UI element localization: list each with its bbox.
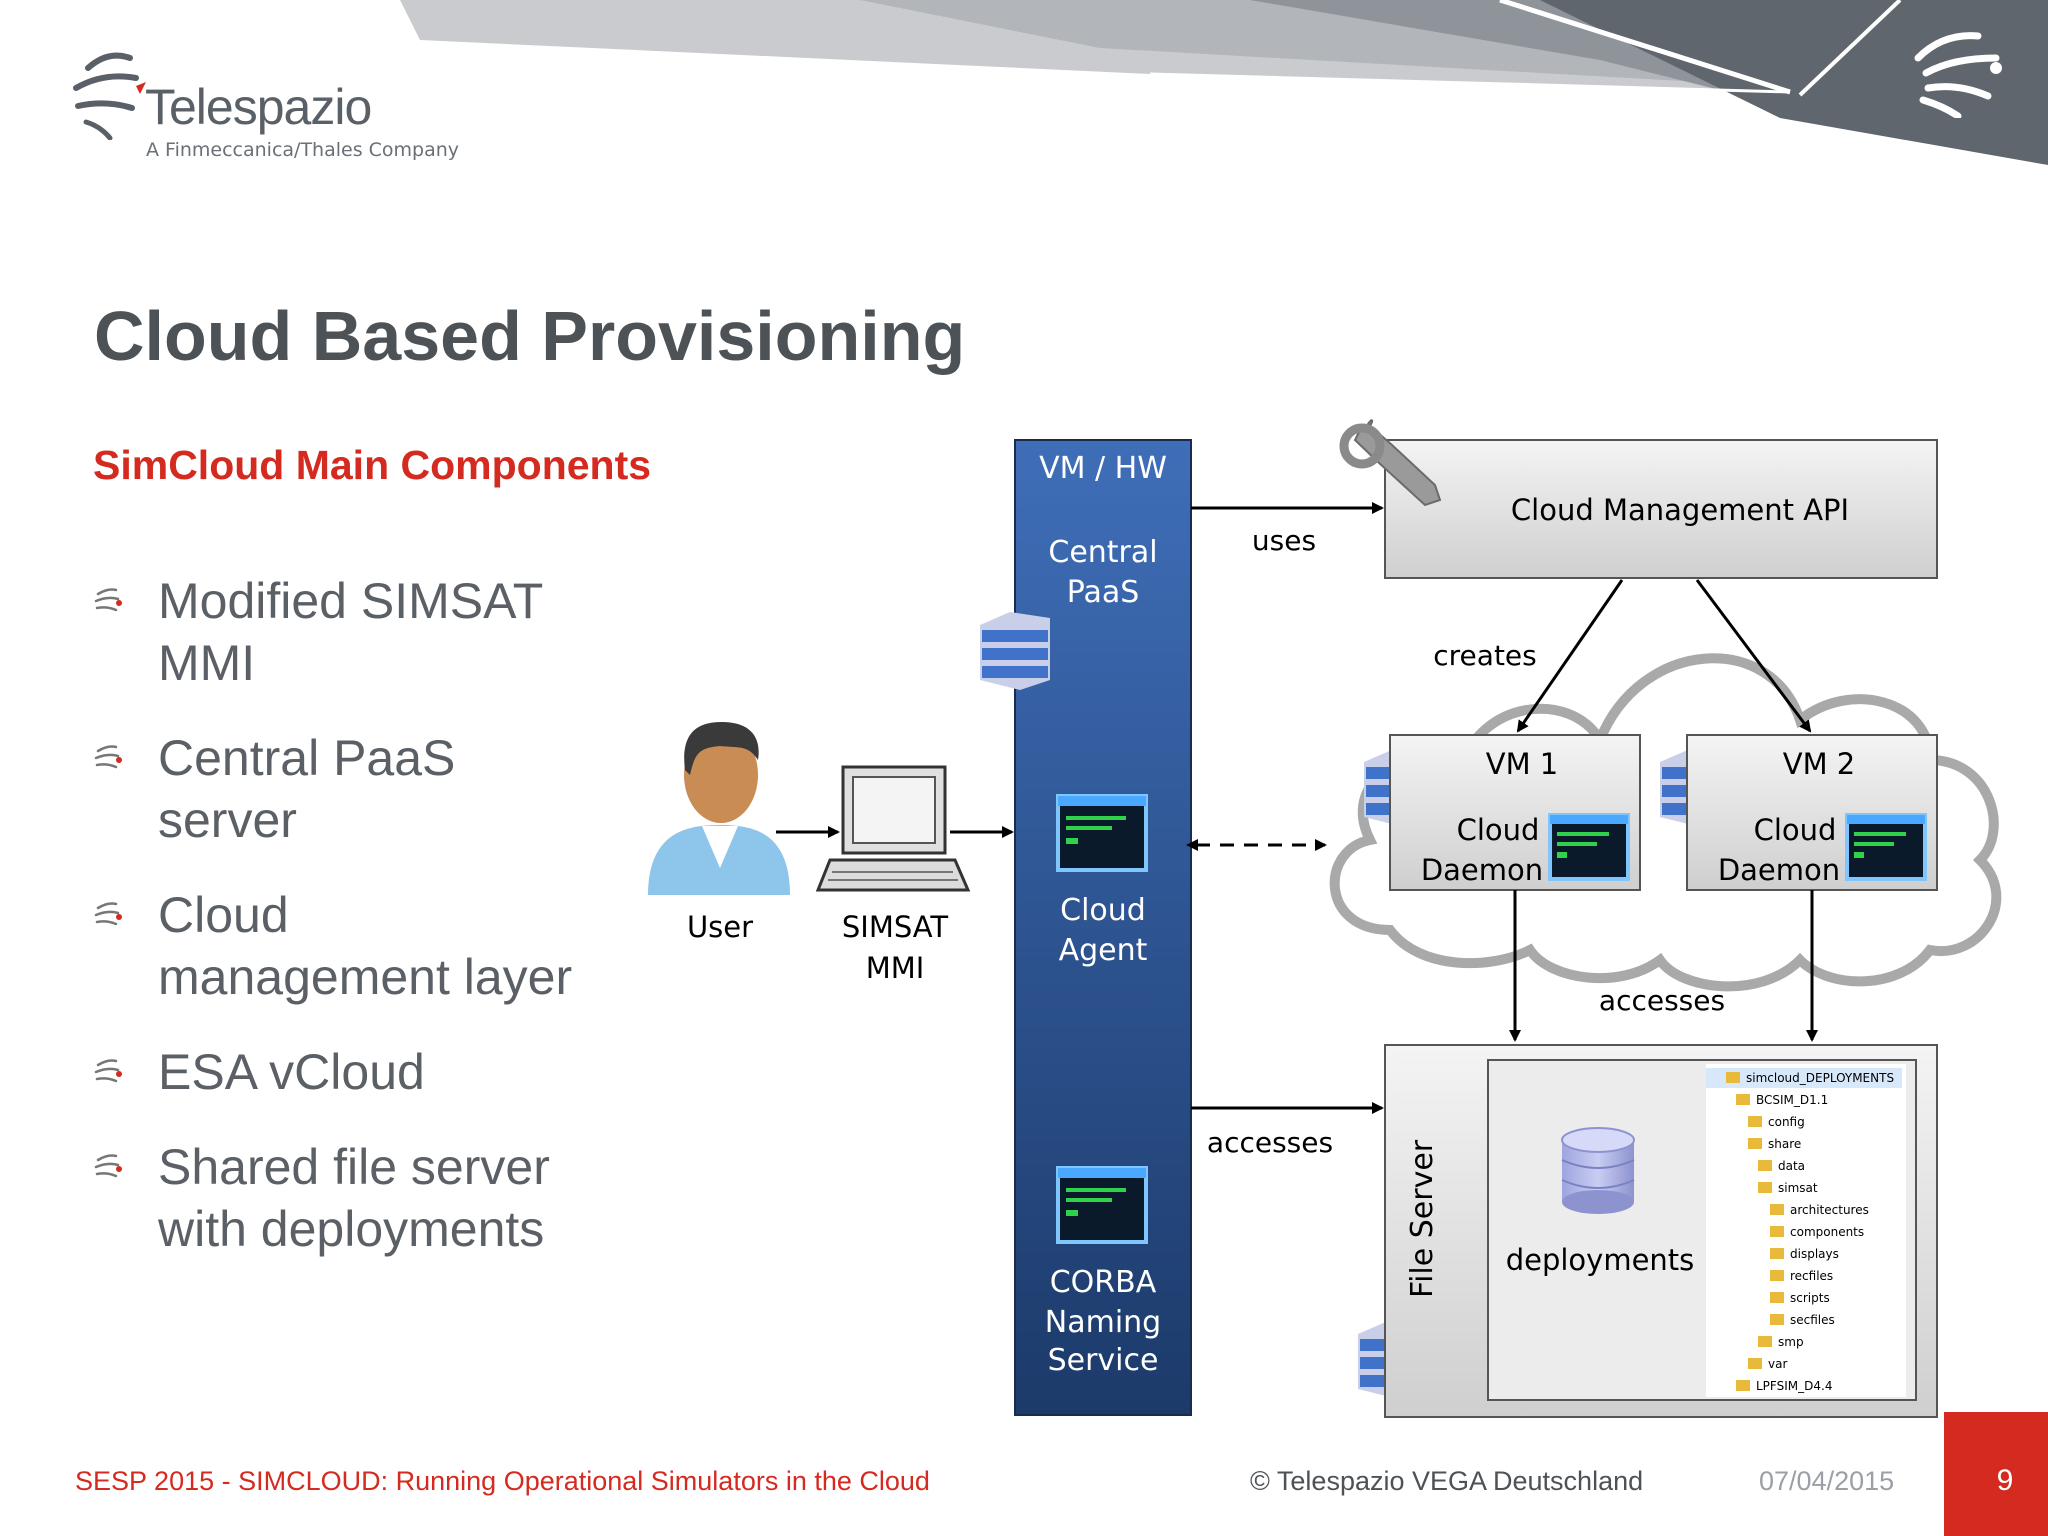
bullet-swirl-icon xyxy=(94,902,122,926)
page-number: 9 xyxy=(1996,1464,2014,1497)
tree-item-label: scripts xyxy=(1790,1291,1830,1305)
tree-item: var xyxy=(1748,1357,1787,1371)
tree-item: recfiles xyxy=(1770,1269,1833,1283)
bullet-swirl-icon xyxy=(94,745,122,769)
bullet-text: Central PaaS xyxy=(158,730,456,786)
corba-label: Naming xyxy=(1045,1305,1161,1340)
telespazio-logo-icon xyxy=(73,52,146,140)
uses-label: uses xyxy=(1252,524,1316,557)
bullet-swirl-icon xyxy=(94,1154,122,1178)
accesses-top-label: accesses xyxy=(1599,984,1725,1017)
corba-label: CORBA xyxy=(1050,1265,1157,1300)
tree-item-label: data xyxy=(1778,1159,1805,1173)
vm2-terminal-icon xyxy=(1845,813,1927,881)
tree-item-label: simsat xyxy=(1778,1181,1818,1195)
creates-label: creates xyxy=(1433,639,1536,672)
banner-swirl-icon xyxy=(1914,32,2002,118)
vm2-daemon-label: Daemon xyxy=(1718,853,1840,887)
tree-item-label: secfiles xyxy=(1790,1313,1835,1327)
tree-item: LPFSIM_D4.4 xyxy=(1736,1379,1832,1393)
page-title: Cloud Based Provisioning xyxy=(94,297,966,375)
tree-item-label: components xyxy=(1790,1225,1864,1239)
tree-item: scripts xyxy=(1770,1291,1830,1305)
footer-date: 07/04/2015 xyxy=(1759,1466,1895,1496)
company-name: Telespazio xyxy=(145,79,372,135)
folder-tree xyxy=(1706,1064,1906,1397)
tree-item: architectures xyxy=(1770,1203,1869,1217)
tree-item-label: config xyxy=(1768,1115,1805,1129)
tree-item-label: displays xyxy=(1790,1247,1839,1261)
tree-item-label: architectures xyxy=(1790,1203,1869,1217)
vm2-title: VM 2 xyxy=(1783,747,1856,781)
tree-item-label: BCSIM_D1.1 xyxy=(1756,1093,1828,1107)
bullet-swirl-icon xyxy=(94,1059,122,1083)
bullet-text: Cloud xyxy=(158,887,289,943)
user-icon xyxy=(648,722,790,895)
tree-item: config xyxy=(1748,1115,1805,1129)
tree-item: share xyxy=(1748,1137,1801,1151)
tree-item-label: share xyxy=(1768,1137,1801,1151)
bullet-text: ESA vCloud xyxy=(158,1044,425,1100)
accesses-left-label: accesses xyxy=(1207,1126,1333,1159)
bullet-text: server xyxy=(158,792,297,848)
tree-item-label: smp xyxy=(1778,1335,1804,1349)
page-number-badge xyxy=(1944,1412,2048,1536)
vm1-terminal-icon xyxy=(1548,813,1630,881)
footer-presentation-title: SESP 2015 - SIMCLOUD: Running Operationa… xyxy=(75,1466,930,1496)
tree-item-label: simcloud_DEPLOYMENTS xyxy=(1746,1071,1894,1085)
tree-item: data xyxy=(1758,1159,1805,1173)
central-paas-label: PaaS xyxy=(1067,575,1140,610)
vm-hw-header: VM / HW xyxy=(1039,451,1167,486)
corba-label: Service xyxy=(1048,1343,1159,1378)
section-title: SimCloud Main Components xyxy=(93,442,652,488)
simsat-mmi-label: MMI xyxy=(866,951,925,985)
tree-item: displays xyxy=(1770,1247,1839,1261)
bullet-text: management layer xyxy=(158,949,573,1005)
vm1-title: VM 1 xyxy=(1486,747,1559,781)
simsat-mmi-label: SIMSAT xyxy=(842,910,949,944)
cloud-management-api-label: Cloud Management API xyxy=(1511,493,1849,527)
tree-item: secfiles xyxy=(1770,1313,1835,1327)
tree-item-label: recfiles xyxy=(1790,1269,1833,1283)
corba-terminal-icon xyxy=(1056,1166,1148,1244)
header-banner xyxy=(400,0,2048,165)
bullet-text: Shared file server xyxy=(158,1139,550,1195)
arrow-api-creates-vm1 xyxy=(1516,579,1624,733)
file-server-label: File Server xyxy=(1405,1139,1440,1298)
company-tagline: A Finmeccanica/Thales Company xyxy=(146,139,460,161)
bullet-text: MMI xyxy=(158,635,256,691)
vm-hw-column xyxy=(1014,439,1192,1416)
tree-item: BCSIM_D1.1 xyxy=(1736,1093,1828,1107)
wrench-icon xyxy=(1339,419,1442,507)
tree-item-label: var xyxy=(1768,1357,1787,1371)
vm1-daemon-label: Daemon xyxy=(1421,853,1543,887)
database-icon xyxy=(1561,1127,1635,1214)
cloud-agent-label: Agent xyxy=(1059,933,1148,968)
laptop-icon xyxy=(815,765,971,892)
bullet-text: Modified SIMSAT xyxy=(158,573,544,629)
deployments-label: deployments xyxy=(1506,1243,1695,1277)
vm2-daemon-label: Cloud xyxy=(1754,813,1837,847)
tree-item: simcloud_DEPLOYMENTS xyxy=(1726,1071,1894,1085)
footer-copyright: © Telespazio VEGA Deutschland xyxy=(1250,1466,1644,1496)
vm1-daemon-label: Cloud xyxy=(1457,813,1540,847)
tree-item: simsat xyxy=(1758,1181,1818,1195)
central-paas-label: Central xyxy=(1048,535,1157,570)
cloud-agent-terminal-icon xyxy=(1056,794,1148,872)
tree-item: smp xyxy=(1758,1335,1804,1349)
cloud-agent-label: Cloud xyxy=(1060,893,1146,928)
bullet-text: with deployments xyxy=(158,1201,545,1257)
user-label: User xyxy=(687,910,753,944)
arrow-api-creates-vm2 xyxy=(1695,579,1812,733)
server-stack-icon xyxy=(980,612,1050,690)
tree-item-label: LPFSIM_D4.4 xyxy=(1756,1379,1832,1393)
bullet-swirl-icon xyxy=(94,588,122,612)
cloud-management-api-box xyxy=(1384,439,1938,579)
tree-item: components xyxy=(1770,1225,1864,1239)
